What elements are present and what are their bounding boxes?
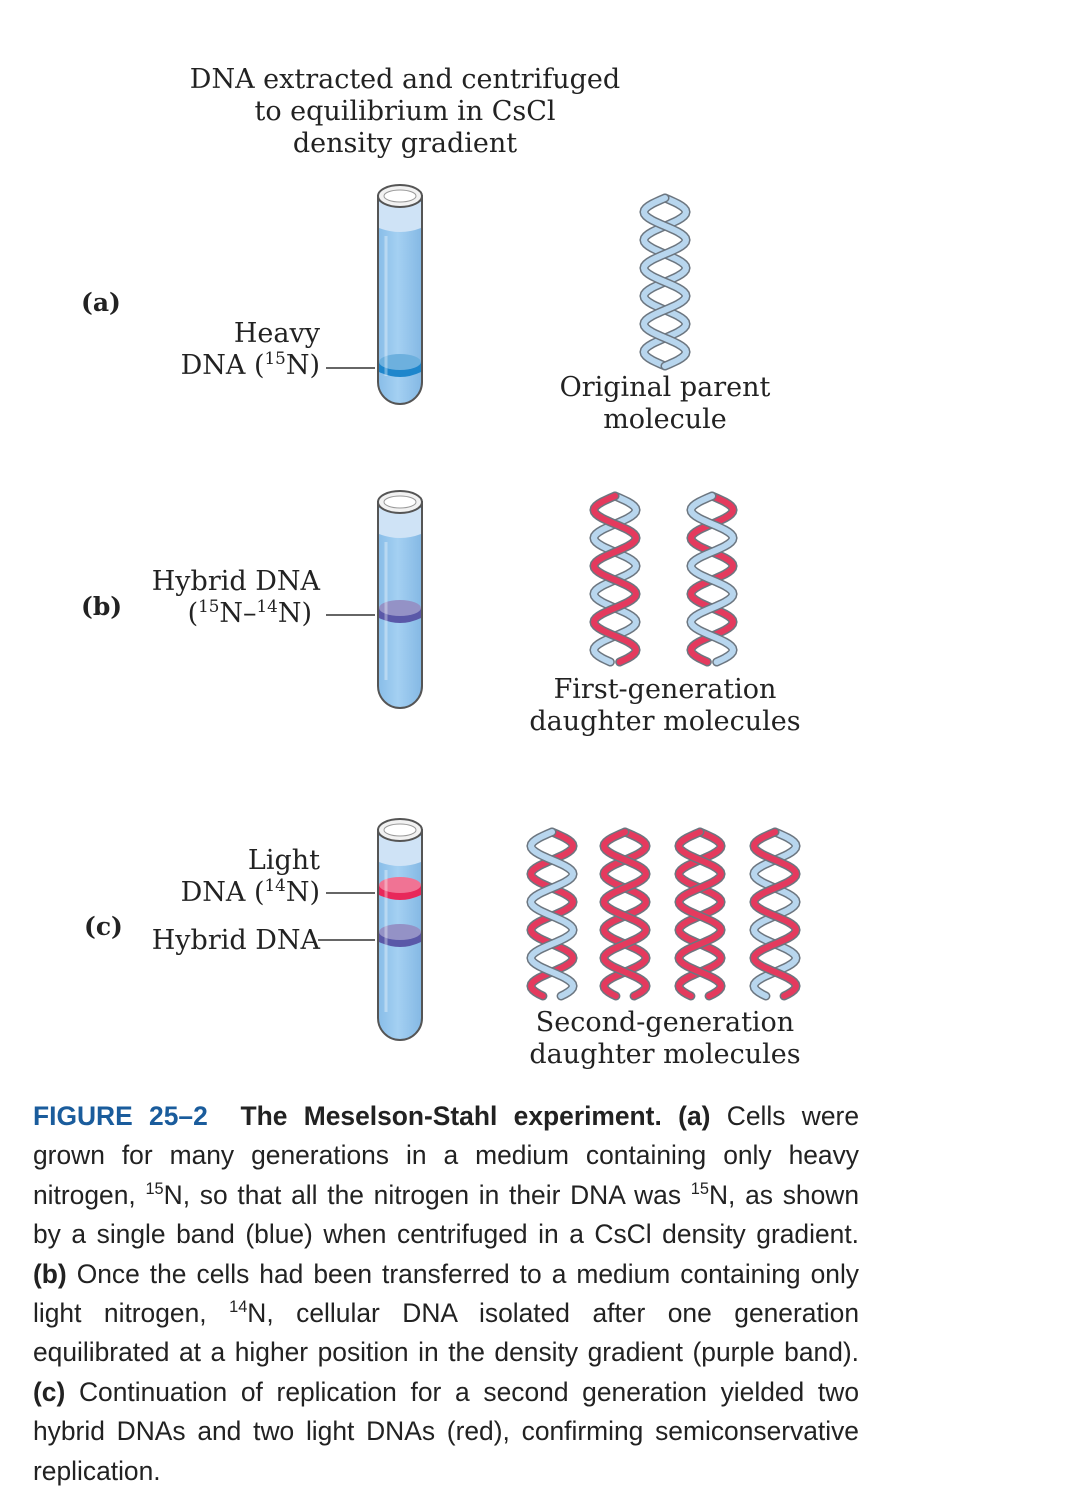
experiment-header: DNA extracted and centrifuged to equilib… [160,64,650,160]
centrifuge-tube-b [377,490,423,709]
density-band-top [379,924,421,940]
hybrid-dna-c-label: Hybrid DNA [151,925,320,956]
density-band-top [379,354,421,370]
centrifuge-tube-a [377,184,423,405]
heavy-dna-label-line2: DNA (15N) [180,348,320,381]
figure-number: FIGURE 25–2 [33,1101,208,1131]
second-gen-helix-1 [526,827,578,1001]
hybrid-dna-label-line1: Hybrid DNA [151,566,320,597]
first-generation-caption: First-generation daughter molecules [529,674,801,737]
dna-strand [527,829,577,999]
second-gen-helix-2 [599,827,651,1001]
density-band-top [379,600,421,616]
figure-title: The Meselson-Stahl experiment. [240,1101,662,1131]
tube-rim-inner [383,823,417,837]
parent-molecule-helix [639,193,691,371]
original-parent-caption: Original parent molecule [559,372,771,435]
second-gen-helix-3 [674,827,726,1001]
figure-caption: FIGURE 25–2 The Meselson-Stahl experimen… [33,1101,859,1486]
heavy-dna-label-line1: Heavy [233,318,320,349]
dna-strand [750,829,800,999]
second-gen-helix-4 [749,827,801,1001]
light-dna-label-line1: Light [247,845,320,876]
header-line-1: DNA extracted and centrifuged [189,64,621,95]
tube-rim-inner [383,495,417,509]
dna-strand [640,195,690,369]
diagram-graphics [318,184,801,1041]
caption-a-label: (a) [678,1101,711,1131]
tube-liquid [377,195,423,405]
dna-strand [590,493,640,665]
header-line-3: density gradient [292,128,518,159]
caption-b-label: (b) [33,1258,67,1289]
heavy-dna-label: Heavy DNA (15N) [130,318,320,382]
first-gen-helix-1 [589,491,641,667]
centrifuge-tube-c [377,818,423,1041]
tube-rim-inner [383,189,417,203]
tube-meniscus [379,508,421,538]
light-dna-label: Light DNA (14N) [130,845,320,909]
caption-c-label: (c) [33,1376,66,1407]
panel-a-label: (a) [81,288,121,317]
dna-strand [687,493,737,665]
header-line-2: to equilibrium in CsCl [254,96,556,127]
first-gen-helix-2 [686,491,738,667]
light-dna-label-line2: DNA (14N) [180,875,320,908]
panel-c-label: (c) [84,912,123,941]
tube-meniscus [379,836,421,866]
density-band-top [379,877,421,893]
hybrid-dna-label-line2: (15N–14N) [187,596,312,629]
panel-b-label: (b) [81,592,123,621]
second-generation-caption: Second-generation daughter molecules [529,1007,801,1070]
hybrid-dna-label: Hybrid DNA (15N–14N) [110,566,320,630]
dna-strand [600,829,650,999]
dna-strand [675,829,725,999]
tube-meniscus [379,202,421,232]
